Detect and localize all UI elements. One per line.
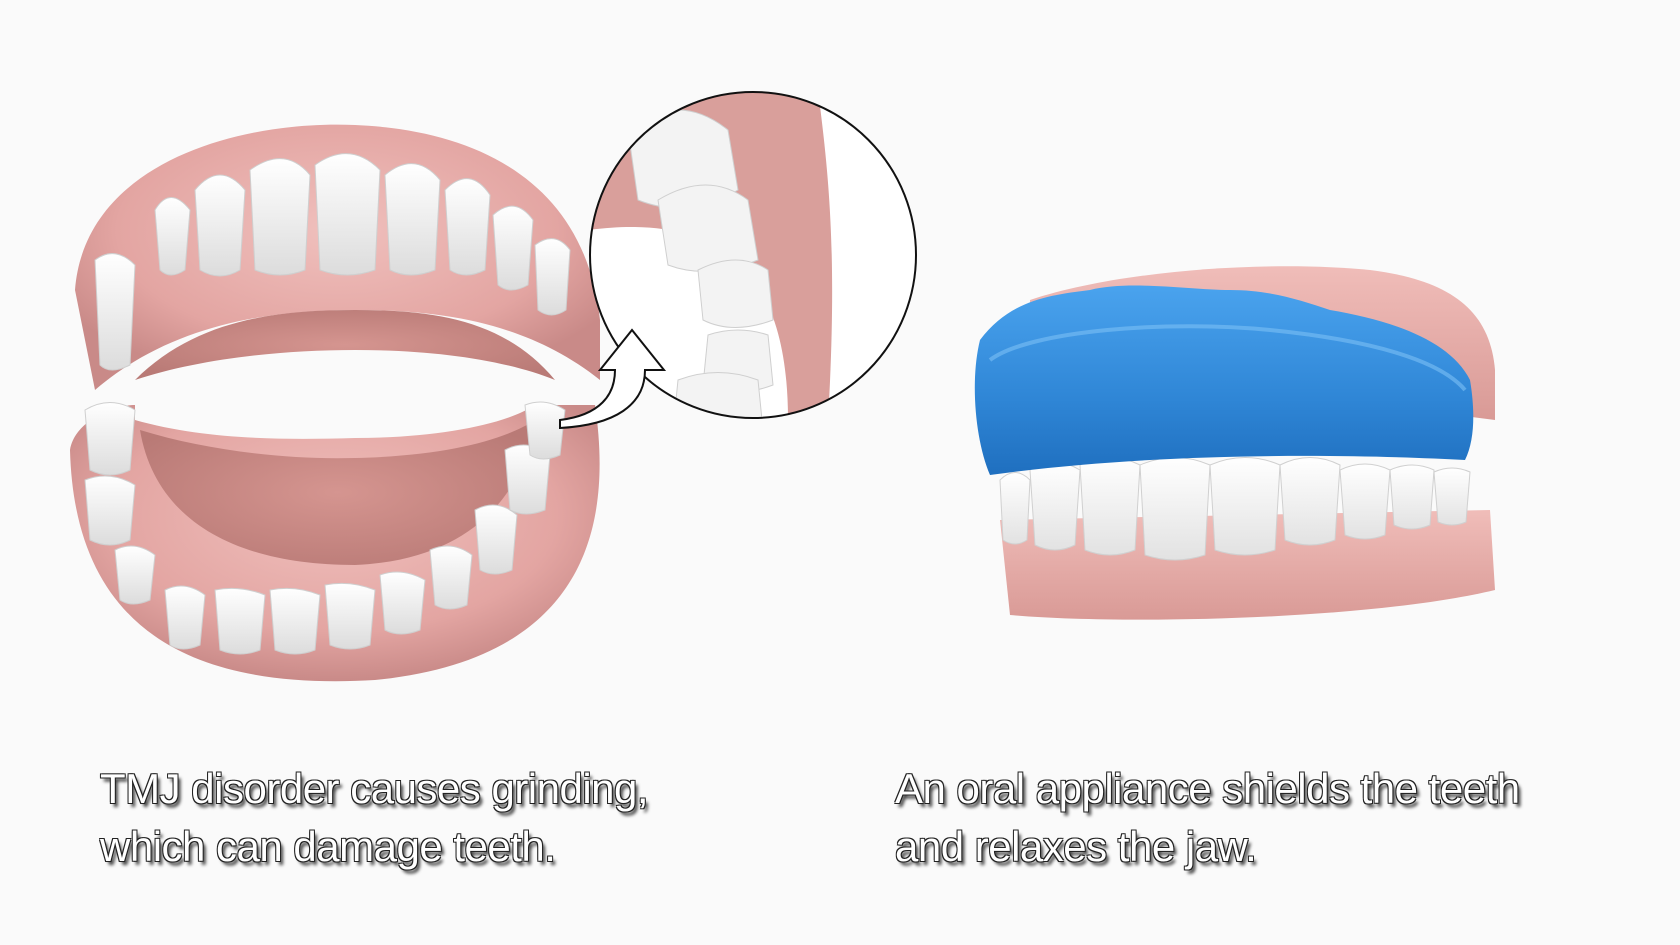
left-caption-line1: TMJ disorder causes grinding,	[100, 765, 649, 812]
right-caption: An oral appliance shields the teeth and …	[895, 760, 1520, 876]
mouthguard-illustration	[974, 266, 1495, 620]
left-caption-line2: which can damage teeth.	[100, 823, 556, 870]
right-caption-line2: and relaxes the jaw.	[895, 823, 1257, 870]
open-jaw-illustration	[70, 124, 600, 682]
curved-arrow-icon	[559, 328, 667, 430]
left-panel: TMJ disorder causes grinding, which can …	[70, 91, 917, 876]
right-caption-line1: An oral appliance shields the teeth	[895, 765, 1520, 812]
zoom-callout	[589, 91, 917, 419]
right-panel: An oral appliance shields the teeth and …	[895, 0, 1680, 945]
left-caption: TMJ disorder causes grinding, which can …	[100, 760, 649, 876]
